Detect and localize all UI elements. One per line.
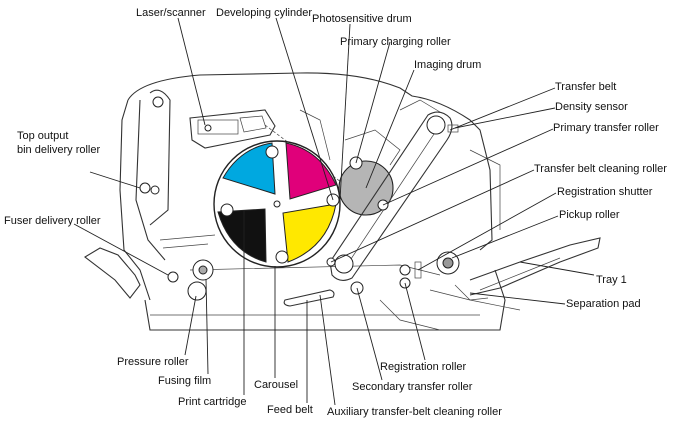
tray-1 (469, 237, 601, 296)
label-fuser-delivery-roller: Fuser delivery roller (4, 215, 101, 227)
registration-roller-upper (399, 264, 411, 276)
pressure-roller (187, 281, 207, 301)
label-top-output-line2: bin delivery roller (17, 144, 100, 156)
label-pickup-roller: Pickup roller (559, 209, 620, 221)
label-tray-1: Tray 1 (596, 274, 627, 286)
top-output-bin (149, 89, 171, 226)
label-density-sensor: Density sensor (555, 101, 628, 113)
label-separation-pad: Separation pad (566, 298, 641, 310)
label-secondary-transfer-roller: Secondary transfer roller (352, 381, 473, 393)
label-fusing-film: Fusing film (158, 375, 211, 387)
label-developing-cylinder: Developing cylinder (216, 7, 312, 19)
black-cartridge (217, 208, 267, 263)
registration-shutter (414, 261, 422, 279)
label-photosensitive-drum: Photosensitive drum (312, 13, 412, 25)
carousel (213, 140, 341, 268)
upper-exit-roller (152, 96, 164, 108)
label-transfer-belt: Transfer belt (555, 81, 616, 93)
yellow-cartridge (282, 203, 337, 263)
labels: Laser/scanner Developing cylinder Photos… (4, 7, 667, 418)
label-top-output-line1: Top output (17, 130, 68, 142)
label-registration-roller: Registration roller (380, 361, 467, 373)
density-sensor (447, 124, 459, 133)
cyan-cartridge (222, 142, 276, 195)
fuser-delivery-roller (167, 271, 179, 283)
separation-pad (454, 284, 489, 301)
label-transfer-belt-cleaning-roller: Transfer belt cleaning roller (534, 163, 667, 175)
top-output-bin-delivery-roller (139, 182, 151, 194)
label-primary-transfer-roller: Primary transfer roller (553, 122, 659, 134)
label-print-cartridge: Print cartridge (178, 396, 246, 408)
label-primary-charging-roller: Primary charging roller (340, 36, 451, 48)
feed-belt (283, 289, 335, 307)
left-output-tray (84, 247, 141, 299)
printer-housing (119, 72, 521, 331)
label-imaging-drum: Imaging drum (414, 59, 481, 71)
label-feed-belt: Feed belt (267, 404, 313, 416)
label-carousel: Carousel (254, 379, 298, 391)
leader-lines (73, 17, 595, 406)
label-laser-scanner: Laser/scanner (136, 7, 206, 19)
label-registration-shutter: Registration shutter (557, 186, 653, 198)
label-auxiliary-cleaning-roller: Auxiliary transfer-belt cleaning roller (327, 406, 502, 418)
label-pressure-roller: Pressure roller (117, 356, 189, 368)
